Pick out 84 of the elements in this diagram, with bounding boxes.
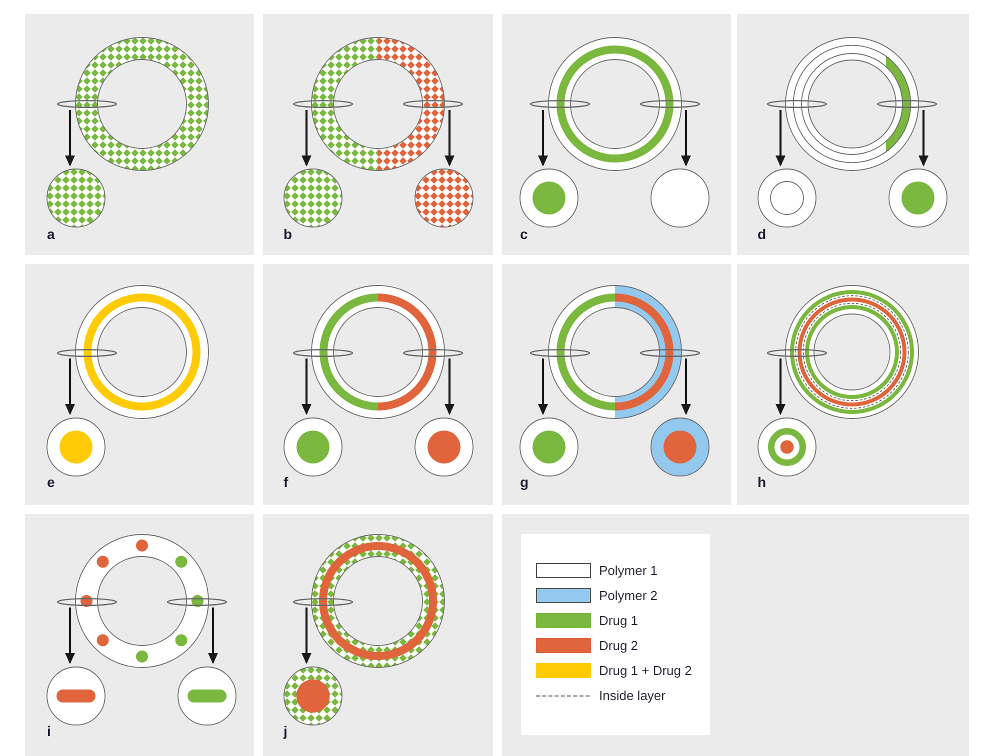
arrow bbox=[302, 358, 312, 415]
section-ellipse bbox=[292, 348, 354, 358]
section-ellipse bbox=[56, 348, 118, 358]
dotted-ring bbox=[74, 534, 208, 668]
cross-section-circle bbox=[46, 168, 106, 228]
cross-section-circle bbox=[46, 416, 106, 476]
figure-panel bbox=[25, 14, 254, 255]
figure-panel bbox=[737, 264, 969, 505]
figure-panel bbox=[25, 264, 254, 505]
arrow bbox=[776, 358, 786, 415]
cross-section-circle bbox=[282, 168, 342, 228]
section-ellipse bbox=[638, 348, 700, 358]
cross-section-circle bbox=[756, 168, 816, 228]
cross-section-circle bbox=[519, 168, 579, 228]
section-ellipse bbox=[402, 99, 464, 109]
arrow bbox=[444, 110, 454, 166]
banded-ring bbox=[548, 285, 682, 419]
cross-section-circle bbox=[282, 416, 342, 476]
banded-ring bbox=[311, 534, 445, 668]
arrow bbox=[681, 358, 691, 415]
arrow bbox=[681, 110, 691, 166]
arrow bbox=[65, 110, 75, 166]
cross-section-circle bbox=[414, 168, 474, 228]
checkered-ring bbox=[311, 36, 445, 170]
cross-section-circle bbox=[650, 416, 710, 476]
panel-letter: c bbox=[520, 226, 528, 242]
panel-letter: j bbox=[284, 723, 288, 739]
arrow bbox=[65, 608, 75, 664]
legend-label: Drug 1 + Drug 2 bbox=[599, 662, 692, 678]
panel-letter: i bbox=[47, 723, 51, 739]
layered-ring bbox=[785, 285, 919, 419]
legend-label: Inside layer bbox=[599, 688, 666, 704]
arrow bbox=[538, 358, 548, 415]
legend-label: Polymer 2 bbox=[599, 588, 658, 604]
section-ellipse bbox=[292, 99, 354, 109]
panel-letter: h bbox=[758, 474, 766, 490]
cross-section-circle bbox=[756, 416, 816, 476]
figure-panel bbox=[502, 264, 731, 505]
section-ellipse bbox=[876, 99, 938, 109]
panel-letter: g bbox=[520, 474, 529, 490]
arrow bbox=[208, 608, 218, 664]
figure-panel bbox=[263, 14, 493, 255]
section-ellipse bbox=[56, 99, 118, 109]
cross-section-circle bbox=[650, 168, 710, 228]
arrow bbox=[776, 110, 786, 166]
cross-section-circle bbox=[177, 666, 237, 726]
figure-panel bbox=[263, 514, 493, 756]
section-ellipse bbox=[56, 596, 118, 606]
arrow bbox=[918, 110, 928, 166]
panel-letter: f bbox=[284, 474, 288, 490]
figure-panel bbox=[263, 264, 493, 505]
arrow bbox=[65, 358, 75, 415]
panel-letter: e bbox=[47, 474, 55, 490]
panel-letter: a bbox=[47, 226, 55, 242]
section-ellipse bbox=[638, 99, 700, 109]
cross-section-circle bbox=[46, 666, 106, 726]
layered-ring bbox=[785, 36, 919, 170]
legend-label: Drug 1 bbox=[599, 612, 638, 628]
arrow bbox=[302, 608, 312, 664]
cross-section-circle bbox=[282, 666, 342, 726]
section-ellipse bbox=[766, 99, 828, 109]
arrow bbox=[444, 358, 454, 415]
banded-ring bbox=[74, 285, 208, 419]
section-ellipse bbox=[166, 596, 228, 606]
legend-label: Polymer 1 bbox=[599, 562, 658, 578]
legend-label: Drug 2 bbox=[599, 638, 638, 654]
section-ellipse bbox=[528, 348, 590, 358]
cross-section-circle bbox=[519, 416, 579, 476]
figure-panel bbox=[737, 14, 969, 255]
arrow bbox=[538, 110, 548, 166]
cross-section-circle bbox=[888, 168, 948, 228]
checkered-ring bbox=[74, 36, 208, 170]
section-ellipse bbox=[292, 596, 354, 606]
section-ellipse bbox=[402, 348, 464, 358]
figure-panel bbox=[502, 14, 731, 255]
panel-letter: b bbox=[284, 226, 292, 242]
banded-ring bbox=[311, 285, 445, 419]
section-ellipse bbox=[766, 348, 828, 358]
cross-section-circle bbox=[414, 416, 474, 476]
figure-panel bbox=[25, 514, 254, 756]
arrow bbox=[302, 110, 312, 166]
section-ellipse bbox=[528, 99, 590, 109]
banded-ring bbox=[548, 36, 682, 170]
panel-letter: d bbox=[758, 226, 766, 242]
